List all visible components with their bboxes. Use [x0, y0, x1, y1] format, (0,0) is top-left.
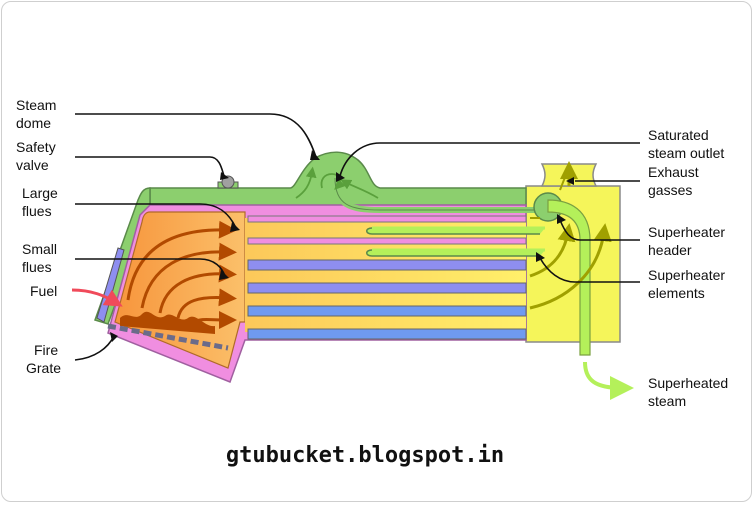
small-flue-tube: [247, 282, 527, 294]
label-saturated-steam-outlet: Saturated steam outlet: [648, 127, 724, 161]
leader-superheater-header: [559, 219, 640, 241]
label-superheated-steam: Superheated steam: [648, 375, 732, 409]
footer-site-url: gtubucket.blogspot.in: [226, 443, 504, 468]
label-large-flues: Large flues: [22, 185, 62, 219]
small-flue-tube: [247, 305, 527, 317]
leader-fire-grate: [74, 335, 115, 361]
label-steam-dome: Steam dome: [16, 97, 60, 131]
superheated-steam-arrow: [583, 361, 634, 400]
leader-tips: [110, 150, 574, 342]
label-fire-grate: Fire Grate: [26, 342, 62, 376]
superheater-elements: [366, 226, 545, 257]
label-small-flues: Small flues: [22, 241, 61, 275]
small-flue-tube: [247, 259, 527, 271]
leader-safety-valve: [75, 156, 225, 177]
large-flue-tube: [247, 215, 527, 223]
dome-steam-arrows: [295, 166, 379, 199]
fuel-arrow: [71, 288, 123, 307]
burning-fuel: [120, 311, 215, 334]
label-fuel: Fuel: [30, 283, 57, 299]
fire-grate: [107, 323, 229, 351]
small-flue-tube: [247, 328, 527, 340]
flame-arrows: [126, 220, 237, 329]
leader-saturated-steam-outlet: [339, 142, 640, 177]
leader-steam-dome: [75, 113, 317, 158]
label-safety-valve: Safety valve: [16, 139, 60, 173]
leader-superheater-elements: [539, 257, 640, 283]
safety-valve: [217, 175, 239, 189]
exhaust-arrows: [529, 161, 612, 310]
label-superheater-elements: Superheater elements: [648, 267, 729, 301]
tube-bank: [247, 215, 527, 340]
label-superheater-header: Superheater header: [648, 224, 729, 258]
large-flue-tube: [247, 237, 527, 245]
label-exhaust-gasses: Exhaust gasses: [648, 164, 702, 198]
